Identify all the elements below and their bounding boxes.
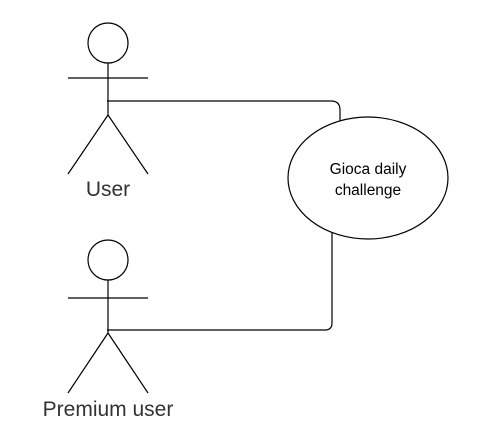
actor-premium-user-label: Premium user <box>43 398 174 421</box>
usecase-label-line-2: challenge <box>335 182 401 199</box>
actor-user[interactable]: User <box>67 22 149 201</box>
stick-figure-icon <box>67 22 149 175</box>
actor-user-label: User <box>86 178 130 201</box>
association-premium-user-daily-challenge <box>107 230 333 331</box>
stick-figure-icon <box>67 239 149 394</box>
usecase-ellipse <box>287 116 449 240</box>
association-user-daily-challenge <box>107 100 341 124</box>
usecase-label-line-1: Gioca daily <box>330 161 407 178</box>
usecase-daily-challenge[interactable]: Gioca daily challenge <box>287 116 449 240</box>
actor-premium-user[interactable]: Premium user <box>43 239 174 421</box>
